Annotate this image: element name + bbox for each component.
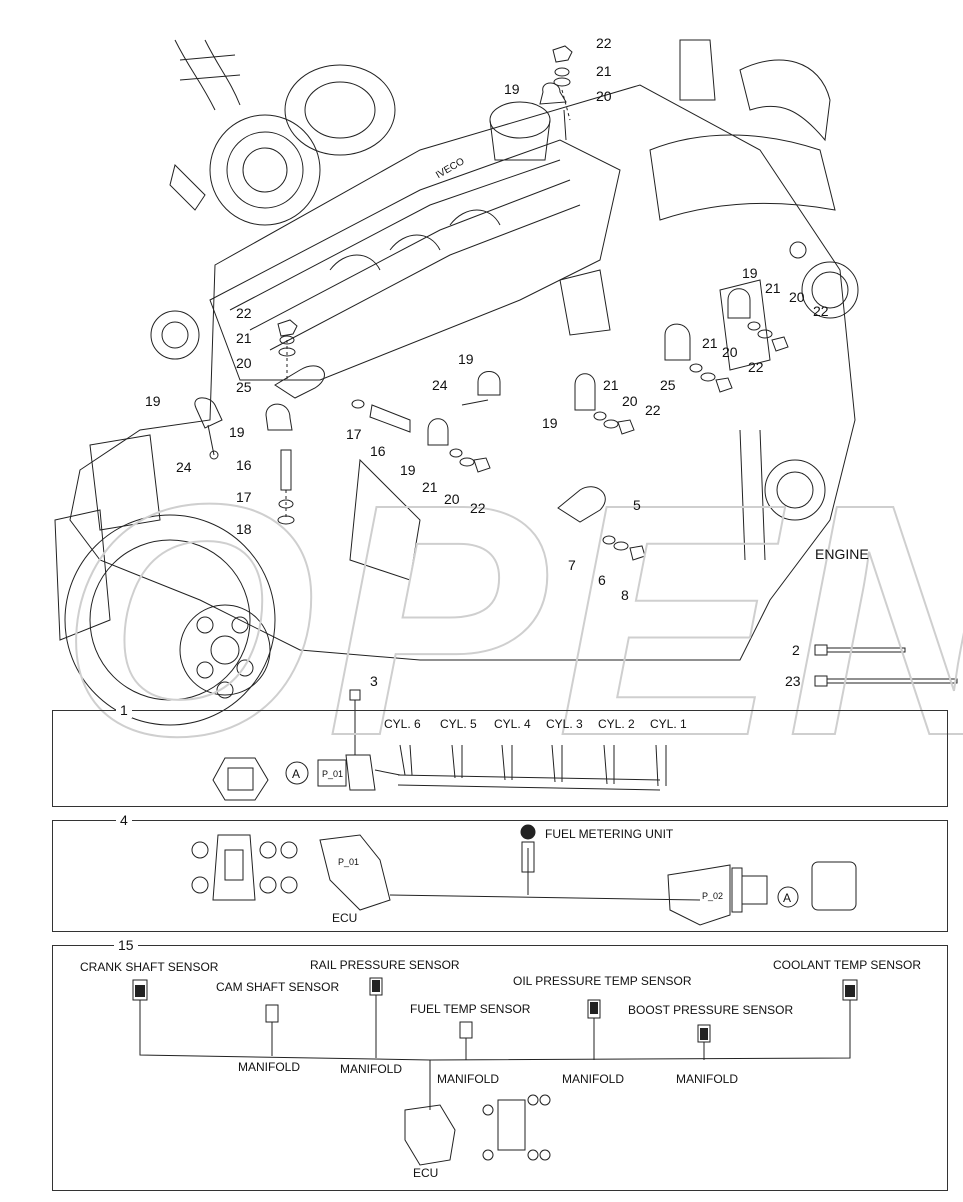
callout-21: 21 (765, 280, 781, 296)
ref-a-label: A (292, 767, 301, 781)
cyl-4-label: CYL. 4 (494, 717, 531, 731)
engine-label: ENGINE (815, 546, 869, 562)
ecu-label: ECU (413, 1166, 439, 1180)
callout-20: 20 (236, 355, 252, 371)
callout-22: 22 (596, 35, 612, 51)
p02-label: P_02 (702, 891, 724, 901)
callout-22: 22 (813, 303, 829, 319)
panel-1-number: 1 (116, 702, 132, 718)
callout-16: 16 (370, 443, 386, 459)
cam-shaft-sensor-label: CAM SHAFT SENSOR (216, 980, 340, 994)
callout-5: 5 (633, 497, 641, 513)
manifold-label: MANIFOLD (238, 1060, 301, 1074)
callout-19: 19 (229, 424, 245, 440)
callout-21: 21 (596, 63, 612, 79)
crank-shaft-sensor-label: CRANK SHAFT SENSOR (80, 960, 219, 974)
cyl-6-label: CYL. 6 (384, 717, 421, 731)
callout-16: 16 (236, 457, 252, 473)
boost-pressure-sensor-label: BOOST PRESSURE SENSOR (628, 1003, 794, 1017)
manifold-label: MANIFOLD (437, 1072, 500, 1086)
engine-drawing (54, 39, 859, 726)
callout-22: 22 (236, 305, 252, 321)
callout-20: 20 (444, 491, 460, 507)
callout-23: 23 (785, 673, 801, 689)
panel-15 (52, 945, 948, 1191)
harness-4 (191, 824, 857, 926)
callout-21: 21 (603, 377, 619, 393)
callout-19: 19 (458, 351, 474, 367)
cyl-3-label: CYL. 3 (546, 717, 583, 731)
callout-7: 7 (568, 557, 576, 573)
cyl-1-label: CYL. 1 (650, 717, 687, 731)
fuel-metering-unit-label: FUEL METERING UNIT (545, 827, 674, 841)
rail-pressure-sensor-label: RAIL PRESSURE SENSOR (310, 958, 460, 972)
manifold-label: MANIFOLD (676, 1072, 739, 1086)
callout-22: 22 (645, 402, 661, 418)
callout-6: 6 (598, 572, 606, 588)
ecu-label: ECU (332, 911, 358, 925)
callout-17: 17 (236, 489, 252, 505)
ref-a-label: A (783, 891, 792, 905)
callout-3: 3 (370, 673, 378, 689)
callout-20: 20 (596, 88, 612, 104)
harness-1 (212, 689, 667, 801)
panel-15-number: 15 (114, 937, 138, 953)
oil-pressure-temp-sensor-label: OIL PRESSURE TEMP SENSOR (513, 974, 692, 988)
cyl-2-label: CYL. 2 (598, 717, 635, 731)
p01-label: P_01 (322, 769, 344, 779)
fuel-temp-sensor-label: FUEL TEMP SENSOR (410, 1002, 531, 1016)
callout-24: 24 (176, 459, 192, 475)
callout-19: 19 (504, 81, 520, 97)
callout-19: 19 (145, 393, 161, 409)
callout-25: 25 (236, 379, 252, 395)
panel-4-number: 4 (116, 812, 132, 828)
callout-17: 17 (346, 426, 362, 442)
callout-24: 24 (432, 377, 448, 393)
cyl-5-label: CYL. 5 (440, 717, 477, 731)
manifold-label: MANIFOLD (340, 1062, 403, 1076)
callout-8: 8 (621, 587, 629, 603)
callout-21: 21 (702, 335, 718, 351)
panel-4 (52, 820, 948, 932)
callout-21: 21 (236, 330, 252, 346)
p01-label: P_01 (338, 857, 360, 867)
panel-1 (52, 710, 948, 807)
callout-19: 19 (542, 415, 558, 431)
callout-18: 18 (236, 521, 252, 537)
callout-20: 20 (722, 344, 738, 360)
callout-22: 22 (748, 359, 764, 375)
callout-25: 25 (660, 377, 676, 393)
callout-20: 20 (622, 393, 638, 409)
coolant-temp-sensor-label: COOLANT TEMP SENSOR (773, 958, 922, 972)
callout-19: 19 (742, 265, 758, 281)
manifold-label: MANIFOLD (562, 1072, 625, 1086)
callout-20: 20 (789, 289, 805, 305)
callout-2: 2 (792, 642, 800, 658)
callout-22: 22 (470, 500, 486, 516)
callout-21: 21 (422, 479, 438, 495)
hardware-parts (194, 45, 789, 561)
cable-ties (814, 644, 958, 687)
callout-19: 19 (400, 462, 416, 478)
